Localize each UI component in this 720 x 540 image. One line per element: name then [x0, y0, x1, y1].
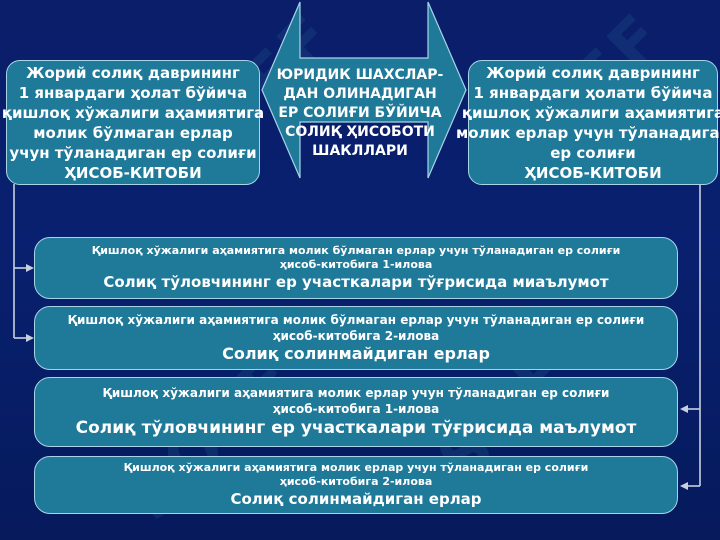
band-subtitle: Қишлоқ хўжалиги аҳамиятига молик ерлар у… [123, 461, 589, 474]
right-box-line: Жорий солиқ даврининг [486, 63, 700, 82]
right-box-line: ер солиғи [550, 143, 636, 162]
appendix-band-2: Қишлоқ хўжалиги аҳамиятига молик бўлмага… [34, 306, 678, 370]
band-appendix-label: ҳисоб-китобига 2-илова [279, 475, 433, 488]
right-box-line: 1 январдаги ҳолати бўйича [473, 83, 713, 102]
band-appendix-label: ҳисоб-китобига 1-илова [272, 402, 440, 416]
center-line: ДАН ОЛИНАДИГАН [283, 86, 437, 102]
double-arrow [261, 1, 467, 179]
left-box-line: Жорий солиқ даврининг [26, 63, 240, 82]
left-calculation-box: Жорий солиқ даврининг 1 январдаги ҳолат … [2, 60, 264, 185]
left-box-line: молик бўлмаган ерлар [33, 123, 233, 142]
band-subtitle: Қишлоқ хўжалиги аҳамиятига молик ерлар у… [102, 386, 610, 400]
left-arrowhead-2 [26, 334, 34, 342]
center-line: ШАКЛЛАРИ [312, 143, 408, 159]
band-title: Солиқ тўловчининг ер участкалари тўғриси… [103, 273, 609, 291]
right-box-line: молик ерлар учун тўланадиган [456, 123, 720, 142]
band-appendix-label: ҳисоб-китобига 1-илова [279, 258, 433, 271]
band-title: Солиқ солинмайдиган ерлар [230, 490, 482, 508]
left-box-line: учун тўланадиган ер солиғи [9, 143, 257, 162]
band-subtitle: Қишлоқ хўжалиги аҳамиятига молик бўлмага… [91, 244, 621, 257]
band-title: Солиқ тўловчининг ер участкалари тўғриси… [75, 418, 637, 438]
center-line: СОЛИҚ ҲИСОБОТИ [285, 124, 435, 140]
appendix-band-3: Қишлоқ хўжалиги аҳамиятига молик ерлар у… [34, 377, 678, 447]
center-line: ЮРИДИК ШАХСЛАР- [276, 67, 444, 83]
appendix-band-1: Қишлоқ хўжалиги аҳамиятига молик бўлмага… [34, 237, 678, 299]
left-box-line: қишлоқ хўжалиги аҳамиятига [1, 103, 265, 122]
right-box-line: ҲИСОБ-КИТОБИ [524, 163, 662, 182]
center-line: ЕР СОЛИҒИ БЎЙИЧА [278, 105, 442, 121]
left-box-line: 1 январдаги ҳолат бўйича [18, 83, 248, 102]
band-subtitle: Қишлоқ хўжалиги аҳамиятига молик бўлмага… [67, 313, 645, 327]
appendix-band-4: Қишлоқ хўжалиги аҳамиятига молик ерлар у… [34, 456, 678, 514]
right-arrowhead-2 [680, 482, 688, 490]
right-calculation-box: Жорий солиқ даврининг 1 январдаги ҳолати… [456, 60, 720, 185]
left-arrowhead-1 [26, 264, 34, 272]
band-appendix-label: ҳисоб-китобига 2-илова [272, 329, 440, 343]
band-title: Солиқ солинмайдиган ерлар [222, 344, 490, 363]
center-arrow-label: ЮРИДИК ШАХСЛАР- ДАН ОЛИНАДИГАН ЕР СОЛИҒИ… [270, 66, 450, 161]
right-box-line: қишлоқ хўжалиги аҳамиятига [461, 103, 720, 122]
left-box-line: ҲИСОБ-КИТОБИ [64, 163, 202, 182]
right-arrowhead-1 [680, 405, 688, 413]
